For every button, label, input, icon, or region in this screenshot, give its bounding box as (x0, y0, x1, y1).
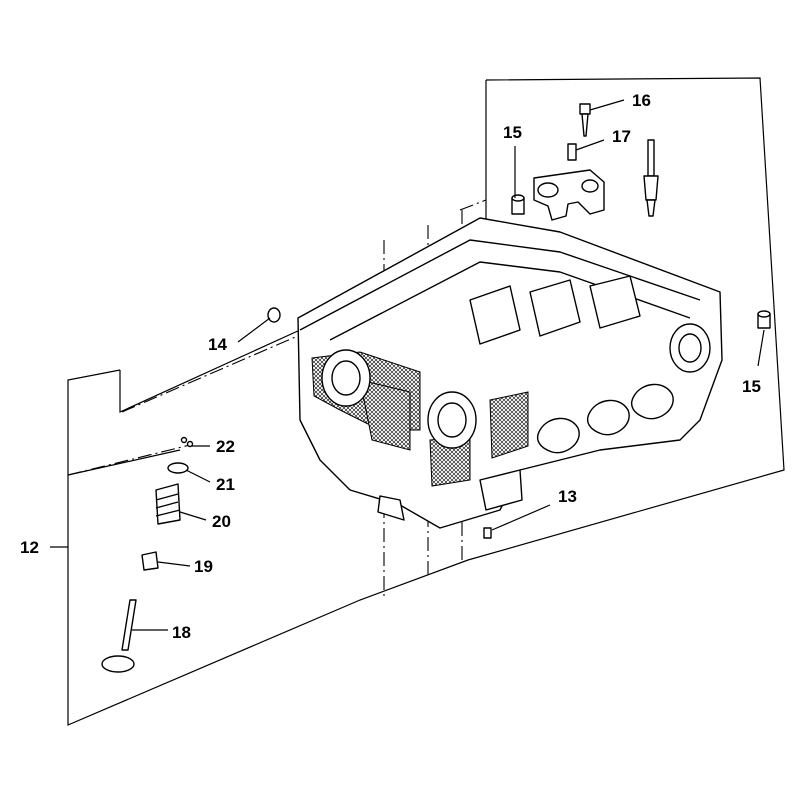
leader-lines (132, 99, 765, 631)
plugs (267, 194, 771, 539)
callout-15-top: 15 (503, 123, 522, 142)
cap-bolt (567, 103, 591, 161)
callout-12: 12 (20, 538, 39, 557)
callout-15-right: 15 (742, 377, 761, 396)
callout-20: 20 (212, 512, 231, 531)
callout-14: 14 (208, 335, 227, 354)
callout-22: 22 (216, 437, 235, 456)
callout-17: 17 (612, 127, 631, 146)
callout-13: 13 (558, 487, 577, 506)
camshaft-cap (533, 169, 605, 221)
callout-19: 19 (194, 557, 213, 576)
callout-18: 18 (172, 623, 191, 642)
cylinder-head (297, 217, 723, 529)
valve-assembly (101, 436, 194, 673)
callout-16: 16 (632, 91, 651, 110)
spark-plug (643, 139, 659, 217)
callout-21: 21 (216, 475, 235, 494)
